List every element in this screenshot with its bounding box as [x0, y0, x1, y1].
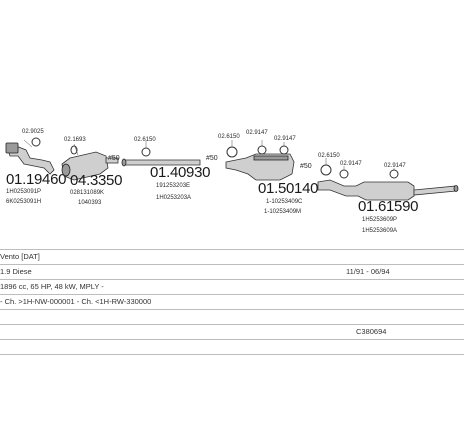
part-number: 01.50140 — [258, 180, 318, 197]
part-ref: 191253203E — [156, 183, 190, 189]
rear-silencer-drawing — [317, 158, 459, 201]
part-ref: 1H0253203A — [156, 195, 191, 201]
callout-label: 02.9147 — [384, 163, 406, 169]
exhaust-system-diagram: 02.9025 01.19460 1H0253091P 6K0253091H 0… — [5, 129, 459, 234]
info-row-chassis: - Ch. >1H-NW-000001 - Ch. <1H-RW-330000 — [0, 294, 464, 309]
part-ref: 6K0253091H — [6, 199, 41, 205]
info-row-engine: 1.9 Diese 11/91 - 06/94 — [0, 264, 464, 279]
front-pipe-drawing — [5, 137, 55, 175]
part-ref: 1-10253409M — [264, 209, 301, 215]
part-ref: 1040393 — [78, 200, 102, 206]
info-row-model: Vento [DAT] — [0, 249, 464, 264]
part-ref: 1H5253609P — [362, 217, 397, 223]
callout-label: 02.9147 — [340, 161, 362, 167]
part-number: 01.19460 — [6, 171, 66, 188]
callout-label: 02.1693 — [64, 137, 86, 143]
part-ref: 1-10253409C — [266, 199, 303, 205]
callout-label: 02.6150 — [134, 137, 156, 143]
callout-label: 02.9025 — [22, 129, 44, 135]
catalytic-converter-drawing — [61, 143, 119, 181]
pipe-diameter: #50 — [300, 163, 312, 170]
vehicle-spec: 1896 cc, 65 HP, 48 kW, MPLY - — [0, 282, 104, 291]
vehicle-chassis: - Ch. >1H-NW-000001 - Ch. <1H-RW-330000 — [0, 297, 152, 306]
info-row-spec: 1896 cc, 65 HP, 48 kW, MPLY - — [0, 279, 464, 294]
vehicle-years: 11/91 - 06/94 — [346, 267, 390, 276]
callout-label: 02.9147 — [246, 130, 268, 136]
catalog-code: C380694 — [356, 327, 387, 336]
info-row-code: C380694 — [0, 324, 464, 339]
callout-label: 02.9147 — [274, 136, 296, 142]
callout-label: 02.6150 — [318, 153, 340, 159]
pipe-diameter: #50 — [206, 155, 218, 162]
vehicle-engine: 1.9 Diese — [0, 267, 32, 276]
part-number: 01.40930 — [150, 164, 210, 181]
part-number: 01.61590 — [358, 198, 418, 215]
middle-silencer-drawing — [225, 140, 295, 181]
intermediate-pipe-drawing — [121, 141, 201, 167]
part-ref: 028131089K — [70, 190, 104, 196]
info-row-empty — [0, 309, 464, 324]
vehicle-model: Vento [DAT] — [0, 252, 40, 261]
info-row-empty — [0, 339, 464, 355]
callout-label: 02.6150 — [218, 134, 240, 140]
pipe-diameter: #50 — [108, 155, 120, 162]
part-number: 04.3350 — [70, 172, 122, 189]
part-ref: 1H5253609A — [362, 228, 397, 234]
vehicle-info-table: Vento [DAT] 1.9 Diese 11/91 - 06/94 1896… — [0, 249, 464, 355]
part-ref: 1H0253091P — [6, 189, 41, 195]
